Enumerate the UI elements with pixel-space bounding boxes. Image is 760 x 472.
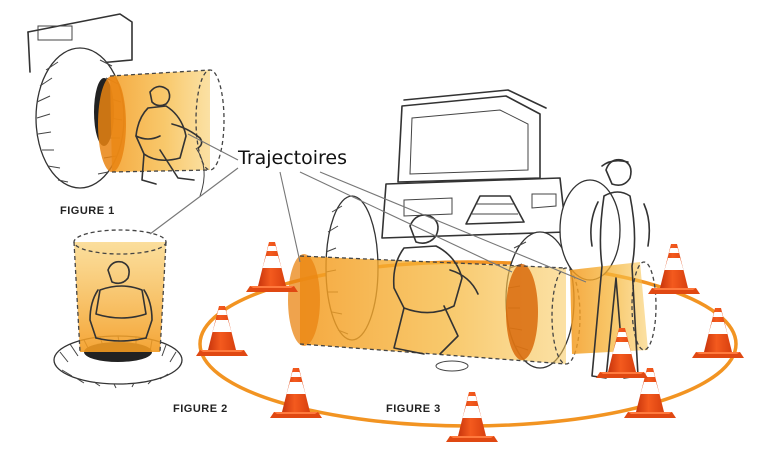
- figure-1-label: FIGURE 1: [60, 205, 115, 217]
- figure-2-illustration: [53, 229, 183, 389]
- trajectoires-callout: Trajectoires: [237, 147, 347, 169]
- figure-3-kneeling-worker: [392, 214, 479, 372]
- figure-3-trajectory: [288, 254, 657, 365]
- cone-4: [446, 392, 498, 442]
- figure-3-label: FIGURE 3: [386, 403, 441, 415]
- figure-3-standing-worker: [590, 158, 651, 379]
- figure-2-label: FIGURE 2: [173, 403, 228, 415]
- figure-1-illustration: [27, 13, 225, 197]
- callout-pointers: [149, 133, 587, 283]
